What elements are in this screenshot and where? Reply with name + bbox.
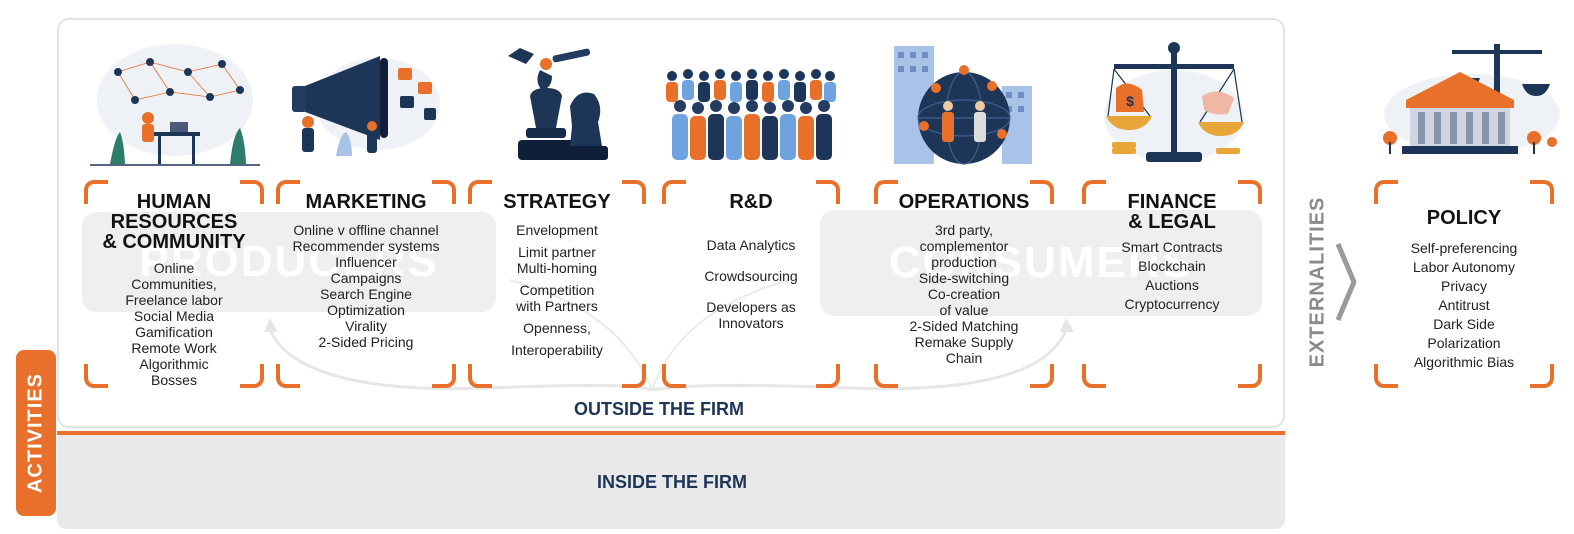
column-policy: POLICY Self-preferencing Labor Autonomy … [1374, 180, 1554, 388]
list-item: Labor Autonomy [1413, 259, 1515, 275]
externalities-label: EXTERNALITIES [1306, 196, 1329, 368]
list-item: Openness, [523, 320, 591, 336]
column-title: STRATEGY [503, 191, 611, 213]
list-item: 2-Sided Pricing [318, 334, 414, 350]
column-items: 3rd party, complementor production Side-… [874, 222, 1054, 366]
list-item: Dark Side [1433, 316, 1495, 332]
column-items: Self-preferencing Labor Autonomy Privacy… [1374, 240, 1554, 370]
column-marketing: MARKETING Online v offline channel Recom… [276, 180, 456, 388]
producers-watermark: PRODUCERS [139, 237, 439, 286]
list-item: Gamification [135, 324, 213, 340]
column-title: POLICY [1426, 207, 1502, 229]
column-items: Online v offline channel Recommender sys… [276, 222, 456, 350]
list-item: Virality [345, 318, 387, 334]
column-title: HUMAN RESOURCES & COMMUNITY [102, 191, 246, 253]
column-title: R&D [729, 191, 773, 213]
courthouse-scales-icon [1383, 44, 1560, 154]
scales-money-icon: $ [1104, 42, 1244, 162]
list-item: Online Communities, [131, 260, 217, 292]
consumers-band [820, 210, 1262, 316]
inside-firm-label: INSIDE THE FIRM [596, 472, 748, 492]
producers-band [82, 212, 496, 312]
column-title: OPERATIONS [898, 191, 1030, 213]
list-item: Social Media [133, 308, 215, 324]
chevron-right-icon [1335, 243, 1357, 321]
megaphone-icon [292, 56, 440, 156]
activities-tab [16, 350, 56, 516]
list-item: Cryptocurrency [1124, 296, 1220, 312]
column-items: Smart Contracts Blockchain Auctions Cryp… [1082, 239, 1262, 312]
list-item: Competition with Partners [516, 282, 598, 314]
list-item: Antitrust [1438, 297, 1490, 313]
list-item: Polarization [1427, 335, 1501, 351]
svg-text:$: $ [1126, 93, 1134, 109]
list-item: Co-creation of value [927, 286, 1001, 318]
list-item: Auctions [1145, 277, 1199, 293]
list-item: Envelopment [516, 222, 598, 238]
column-human-resources: HUMAN RESOURCES & COMMUNITY Online Commu… [84, 180, 264, 388]
list-item: Algorithmic Bosses [139, 356, 209, 388]
column-items: Envelopment Limit partner Multi-homing C… [468, 222, 646, 358]
list-item: Limit partner Multi-homing [516, 244, 598, 276]
list-item: Freelance labor [125, 292, 223, 308]
list-item: Self-preferencing [1410, 240, 1518, 256]
list-item: Blockchain [1138, 258, 1206, 274]
column-title: FINANCE & LEGAL [1127, 191, 1217, 233]
column-operations: OPERATIONS 3rd party, complementor produ… [874, 180, 1054, 388]
crowd-icon [666, 69, 836, 160]
chess-spyglass-icon [508, 48, 608, 160]
list-item: Data Analytics [706, 237, 796, 253]
column-rnd: R&D Data Analytics Crowdsourcing Develop… [662, 180, 840, 388]
list-item: Online v offline channel [293, 222, 439, 238]
list-item: Privacy [1441, 278, 1487, 294]
list-item: Algorithmic Bias [1413, 354, 1515, 370]
list-item: 3rd party, complementor production [919, 222, 1009, 270]
list-item: Crowdsourcing [704, 268, 798, 284]
list-item: Recommender systems [292, 238, 440, 254]
column-strategy: STRATEGY Envelopment Limit partner Multi… [468, 180, 646, 388]
column-finance-legal: FINANCE & LEGAL Smart Contracts Blockcha… [1082, 180, 1262, 388]
list-item: Smart Contracts [1121, 239, 1223, 255]
global-network-city-icon [894, 46, 1032, 165]
list-item: 2-Sided Matching [909, 318, 1019, 334]
list-item: Remake Supply Chain [914, 334, 1014, 366]
list-item: Influencer Campaigns [330, 254, 402, 286]
list-item: Developers as Innovators [706, 299, 796, 331]
remote-worker-network-icon [90, 44, 260, 166]
column-items: Data Analytics Crowdsourcing Developers … [662, 237, 840, 331]
flow-arcs [264, 279, 1074, 392]
activities-label: ACTIVITIES [24, 372, 47, 494]
list-item: Search Engine Optimization [320, 286, 412, 318]
list-item: Side-switching [918, 270, 1010, 286]
list-item: Interoperability [511, 342, 603, 358]
list-item: Remote Work [131, 340, 217, 356]
inside-firm-band [57, 431, 1285, 529]
consumers-watermark: CONSUMERS [888, 238, 1194, 287]
outside-firm-label: OUTSIDE THE FIRM [574, 399, 744, 419]
column-title: MARKETING [305, 191, 427, 213]
column-items: Online Communities, Freelance labor Soci… [84, 260, 264, 388]
